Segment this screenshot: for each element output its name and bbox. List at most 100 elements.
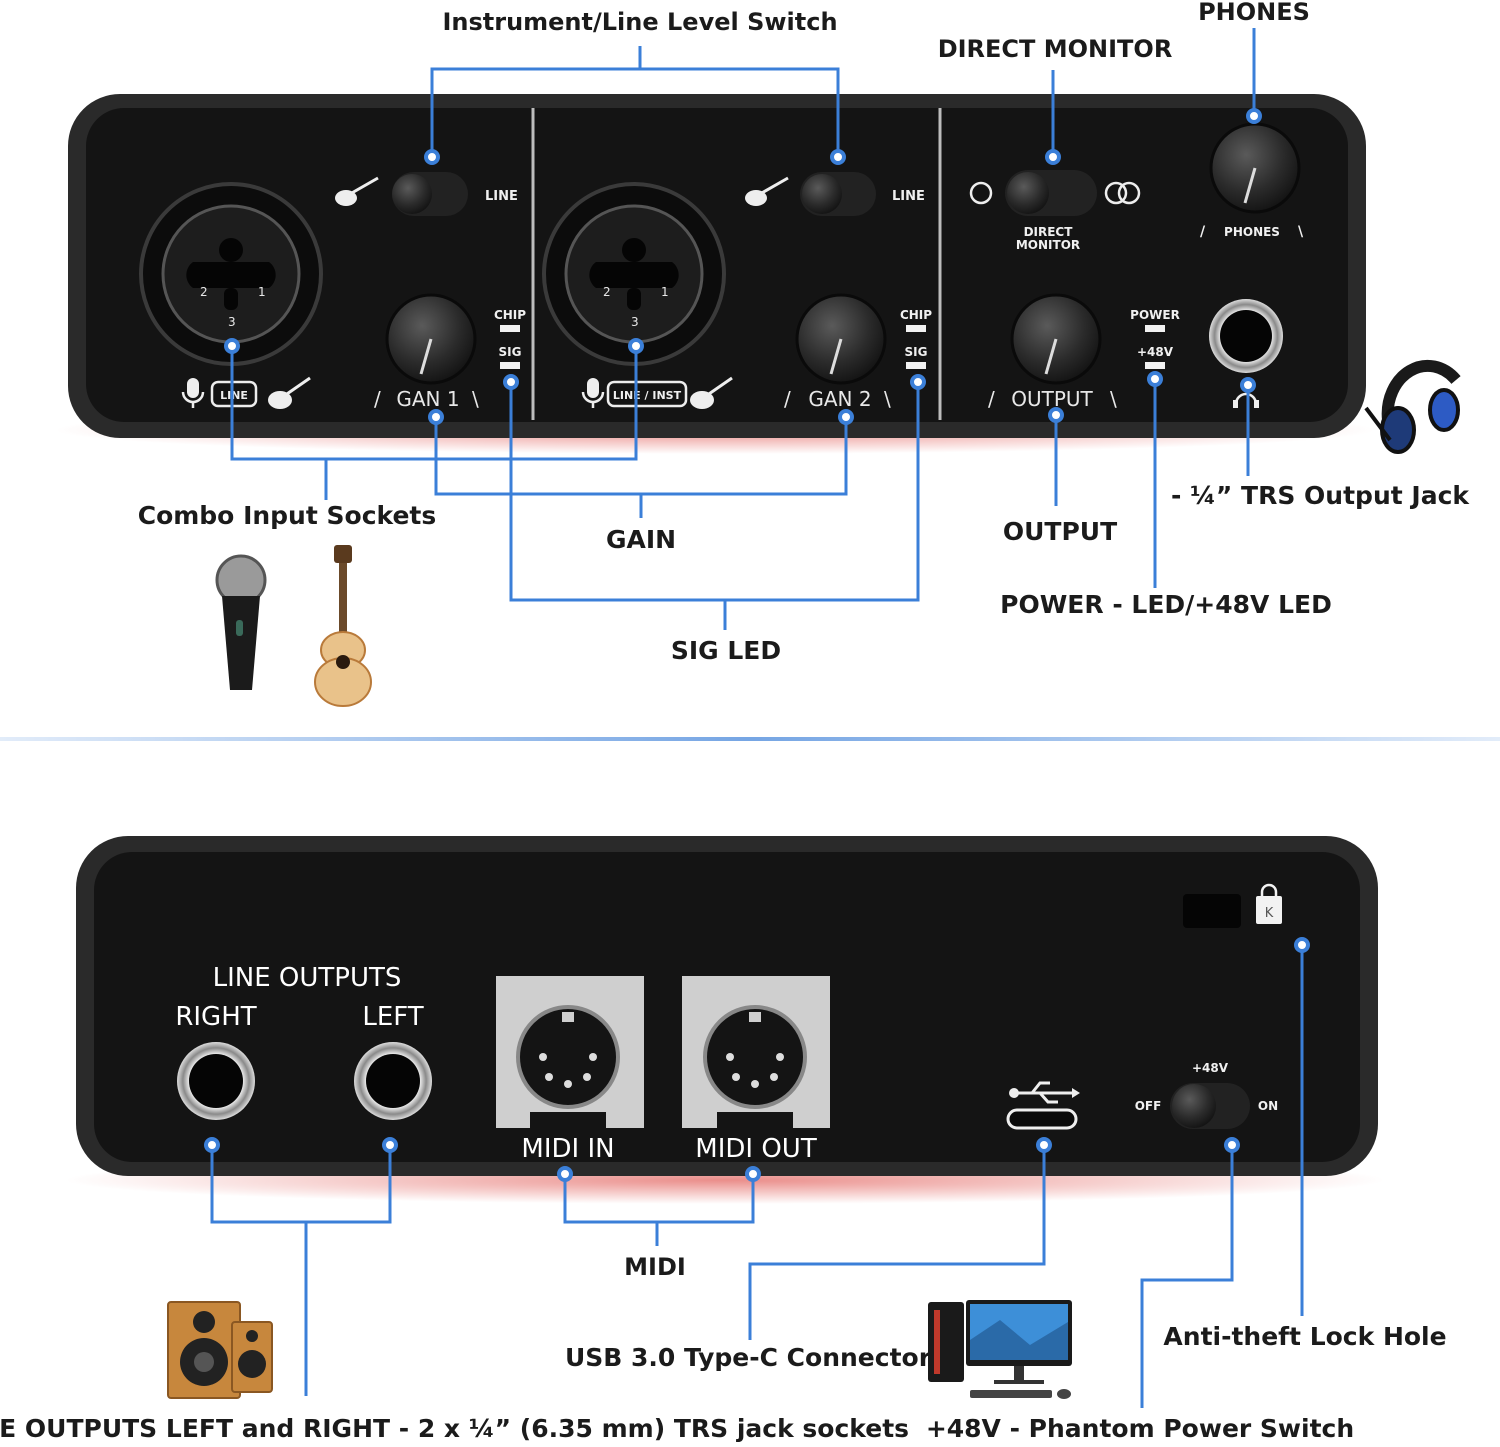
input1-line-badge [210,380,258,408]
desktop-computer-icon [928,1300,1072,1399]
dot-out-right [204,1137,220,1153]
line-outputs-device-label: LINE OUTPUTS [213,963,402,993]
switch1-line-label: LINE [485,189,518,204]
dot-sig-1 [503,374,519,390]
phones-left-tick: / [1200,224,1206,240]
gain2-right-tick: \ [884,387,891,411]
callout-gain: GAIN [606,525,676,554]
stereo-icon [1104,181,1141,205]
dot-gain-1 [428,409,444,425]
callout-trs-output: - ¼” TRS Output Jack [1171,481,1470,510]
dot-sig-2 [910,374,926,390]
handheld-microphone-icon [215,554,267,690]
sig1-led [500,362,520,369]
headset-icon [1364,359,1461,454]
callout-line-outputs: LINE OUTPUTS LEFT and RIGHT - 2 x ¼” (6.… [0,1414,909,1443]
dot-direct-monitor [1045,149,1061,165]
output-knob[interactable] [1010,293,1102,385]
guitar-icon [335,176,379,206]
midi-out-label: MIDI OUT [695,1134,817,1164]
acoustic-guitar-icon [314,545,372,707]
right-label: RIGHT [175,1002,256,1032]
lock-slot[interactable] [1183,894,1241,928]
combo-input-1[interactable] [139,182,323,366]
gain2-label: GAN 2 [808,387,871,411]
sig2-led [906,362,926,369]
gain1-label: GAN 1 [396,387,459,411]
chip2-label: CHIP [900,308,932,322]
direct-monitor-label-1: DIRECT [1024,225,1074,239]
leader-midi [563,1174,755,1224]
power-led [1145,325,1165,332]
dot-output [1048,407,1064,423]
line-output-right-jack[interactable] [177,1042,255,1120]
direct-monitor-label-2: MONITOR [1016,238,1080,252]
power-label: POWER [1130,308,1180,322]
input2-line-inst-badge-text: LINE / INST [613,389,682,402]
dot-power-led [1147,371,1163,387]
leader-line-outputs [210,1145,392,1224]
combo-input-2[interactable] [542,182,726,366]
pin-label-1b: 1 [661,285,669,299]
phones-knob[interactable] [1209,122,1301,214]
microphone-icon [581,378,605,408]
leader-sig [509,382,920,602]
output-device-label: OUTPUT [1011,387,1093,411]
output-right-tick: \ [1110,387,1117,411]
pin-label-2b: 2 [603,285,611,299]
mono-icon [969,181,993,205]
pin-label-1a: 1 [258,285,266,299]
sig1-label: SIG [499,345,522,359]
dot-trs [1240,377,1256,393]
dot-out-left [382,1137,398,1153]
microphone-icon [181,378,205,408]
sig2-label: SIG [905,345,928,359]
chip1-led [500,325,520,332]
inst-line-switch-2[interactable] [800,172,876,216]
usb-c-port[interactable] [1006,1108,1078,1130]
input2-line-inst-badge [606,380,688,408]
dot-combo-2 [628,338,644,354]
gain-1-knob[interactable] [385,293,477,385]
dot-combo-1 [224,338,240,354]
headphones-icon [1233,392,1259,408]
off-label: OFF [1135,1099,1162,1113]
on-label: ON [1258,1099,1278,1113]
direct-monitor-switch[interactable] [1005,170,1097,216]
dot-gain-2 [838,409,854,425]
dot-inst-2 [830,149,846,165]
gain2-left-tick: / [784,387,791,411]
section-separator [0,737,1500,741]
gain-2-knob[interactable] [795,293,887,385]
lock-icon [1256,883,1282,924]
usb-icon [1009,1081,1080,1104]
guitar-icon [268,376,311,409]
gain1-left-tick: / [374,387,381,411]
midi-out-port[interactable] [682,976,830,1128]
guitar-icon [745,176,789,206]
leader-inst-line [430,67,840,156]
dot-midi-out [745,1166,761,1182]
lock-glyph: K [1265,906,1274,921]
dot-usb [1036,1137,1052,1153]
headphone-jack[interactable] [1209,299,1283,373]
chip1-label: CHIP [494,308,526,322]
line-output-left-jack[interactable] [354,1042,432,1120]
speakers-icon [167,1301,273,1399]
inst-line-switch-1[interactable] [392,172,468,216]
callout-anti-theft: Anti-theft Lock Hole [1163,1322,1446,1351]
gain1-right-tick: \ [472,387,479,411]
callout-combo-inputs: Combo Input Sockets [138,501,437,530]
dot-inst-1 [424,149,440,165]
midi-in-label: MIDI IN [521,1134,614,1164]
phantom-power-switch[interactable] [1170,1083,1250,1129]
callout-midi: MIDI [624,1253,686,1281]
midi-in-port[interactable] [496,976,644,1128]
dot-phantom [1224,1137,1240,1153]
callout-phantom: +48V - Phantom Power Switch [926,1414,1354,1443]
plus48-label: +48V [1137,345,1174,359]
leader-combo [230,346,638,461]
leader-phantom [1140,1145,1234,1408]
plus48-led [1145,362,1165,369]
